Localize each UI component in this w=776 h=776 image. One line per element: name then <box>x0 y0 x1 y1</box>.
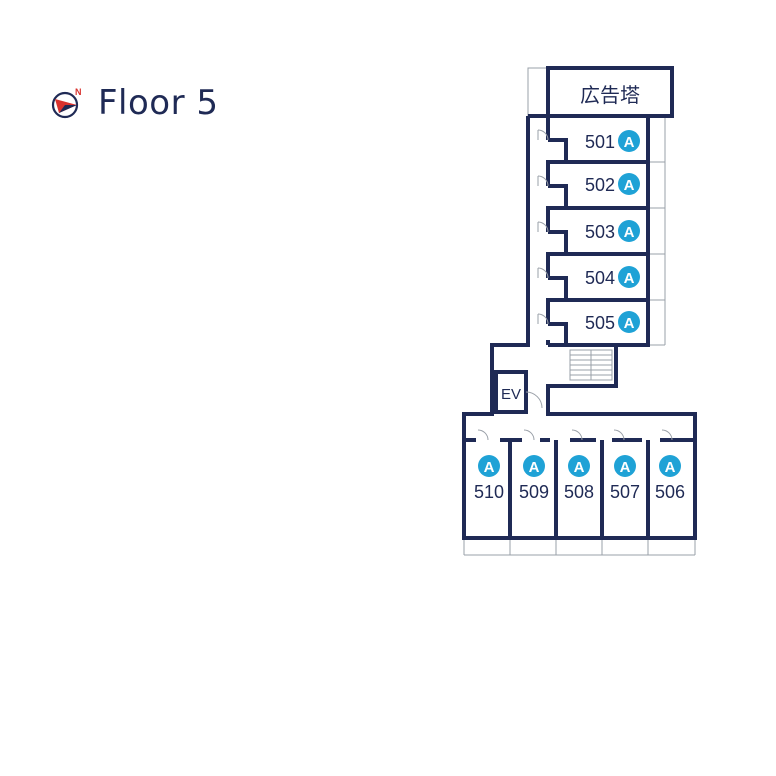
unit-type-badge <box>618 220 640 242</box>
unit-type-badge <box>523 455 545 477</box>
unit-number: 505 <box>585 313 615 333</box>
unit-type-label: A <box>665 459 676 476</box>
unit-503[interactable]: 503 A <box>585 220 640 242</box>
compass-icon: N <box>51 87 82 119</box>
unit-number: 510 <box>474 482 504 502</box>
floor-title: Floor 5 <box>98 83 219 123</box>
walls <box>462 66 697 540</box>
unit-type-badge <box>618 266 640 288</box>
unit-509[interactable]: A 509 <box>519 455 549 502</box>
unit-type-label: A <box>624 224 635 241</box>
floor-header: N Floor 5 <box>50 80 219 126</box>
unit-510[interactable]: A 510 <box>474 455 504 502</box>
unit-number: 504 <box>585 268 615 288</box>
unit-508[interactable]: A 508 <box>564 455 594 502</box>
unit-number: 506 <box>655 482 685 502</box>
unit-type-label: A <box>624 177 635 194</box>
unit-type-badge <box>614 455 636 477</box>
door-swings <box>477 129 673 441</box>
unit-number: 508 <box>564 482 594 502</box>
unit-type-badge <box>618 130 640 152</box>
unit-505[interactable]: 505 A <box>585 311 640 333</box>
unit-type-badge <box>568 455 590 477</box>
svg-text:N: N <box>75 87 82 97</box>
unit-number: 501 <box>585 132 615 152</box>
unit-type-label: A <box>624 270 635 287</box>
elevator-label: EV <box>501 386 521 403</box>
unit-type-label: A <box>624 315 635 332</box>
unit-type-badge <box>659 455 681 477</box>
unit-type-label: A <box>620 459 631 476</box>
unit-type-label: A <box>574 459 585 476</box>
unit-501[interactable]: 501 A <box>585 130 640 152</box>
unit-type-badge <box>618 173 640 195</box>
unit-type-label: A <box>484 459 495 476</box>
unit-504[interactable]: 504 A <box>585 266 640 288</box>
unit-type-badge <box>478 455 500 477</box>
unit-number: 503 <box>585 222 615 242</box>
unit-507[interactable]: A 507 <box>610 455 640 502</box>
unit-number: 507 <box>610 482 640 502</box>
unit-type-label: A <box>624 134 635 151</box>
unit-number: 509 <box>519 482 549 502</box>
sign-label: 広告塔 <box>580 83 640 107</box>
unit-number: 502 <box>585 175 615 195</box>
unit-502[interactable]: 502 A <box>585 173 640 195</box>
unit-type-label: A <box>529 459 540 476</box>
unit-type-badge <box>618 311 640 333</box>
unit-506[interactable]: A 506 <box>655 455 685 502</box>
stairs <box>569 349 613 381</box>
